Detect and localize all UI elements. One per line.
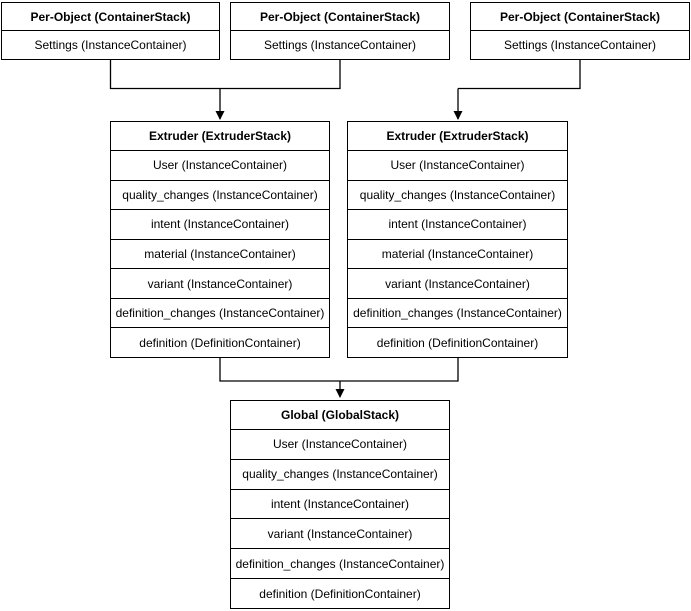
container-row: quality_changes (InstanceContainer) [231, 458, 449, 489]
stack-title: Extruder (ExtruderStack) [111, 122, 329, 151]
stack-title: Per-Object (ContainerStack) [471, 3, 689, 31]
stack-title: Extruder (ExtruderStack) [348, 122, 567, 151]
container-row: variant (InstanceContainer) [231, 518, 449, 548]
container-row: definition (DefinitionContainer) [348, 327, 567, 357]
container-row: definition_changes (InstanceContainer) [111, 297, 329, 328]
extruder-stack-2: Extruder (ExtruderStack) User (InstanceC… [347, 121, 568, 358]
container-row: variant (InstanceContainer) [111, 268, 329, 298]
container-row: intent (InstanceContainer) [231, 488, 449, 519]
container-row: quality_changes (InstanceContainer) [348, 179, 567, 210]
container-row: definition (DefinitionContainer) [231, 578, 449, 608]
container-row: material (InstanceContainer) [348, 238, 567, 269]
per-object-stack-2: Per-Object (ContainerStack) Settings (In… [230, 2, 450, 60]
container-row: definition_changes (InstanceContainer) [231, 548, 449, 578]
container-row: definition (DefinitionContainer) [111, 327, 329, 357]
connector-perobject3-bend [458, 60, 581, 90]
container-row: intent (InstanceContainer) [348, 209, 567, 239]
container-row: definition_changes (InstanceContainer) [348, 297, 567, 328]
connector-perobject12-merge [109, 60, 341, 90]
container-row: Settings (InstanceContainer) [34, 38, 187, 52]
per-object-stack-1: Per-Object (ContainerStack) Settings (In… [1, 2, 220, 60]
stack-title: Per-Object (ContainerStack) [2, 3, 219, 31]
stack-title: Global (GlobalStack) [231, 401, 449, 430]
container-row: material (InstanceContainer) [111, 238, 329, 269]
container-row: intent (InstanceContainer) [111, 209, 329, 239]
container-row: User (InstanceContainer) [272, 437, 408, 452]
global-stack: Global (GlobalStack) User (InstanceConta… [230, 400, 450, 609]
connector-extruders-merge [219, 358, 459, 382]
container-row: variant (InstanceContainer) [348, 268, 567, 298]
container-row: Settings (InstanceContainer) [263, 38, 417, 52]
stack-title: Per-Object (ContainerStack) [231, 3, 449, 31]
container-row: quality_changes (InstanceContainer) [111, 179, 329, 210]
extruder-stack-1: Extruder (ExtruderStack) User (InstanceC… [110, 121, 330, 358]
per-object-stack-3: Per-Object (ContainerStack) Settings (In… [470, 2, 690, 60]
container-row: User (InstanceContainer) [390, 158, 525, 173]
container-row: Settings (InstanceContainer) [503, 38, 657, 52]
container-row: User (InstanceContainer) [152, 158, 288, 173]
